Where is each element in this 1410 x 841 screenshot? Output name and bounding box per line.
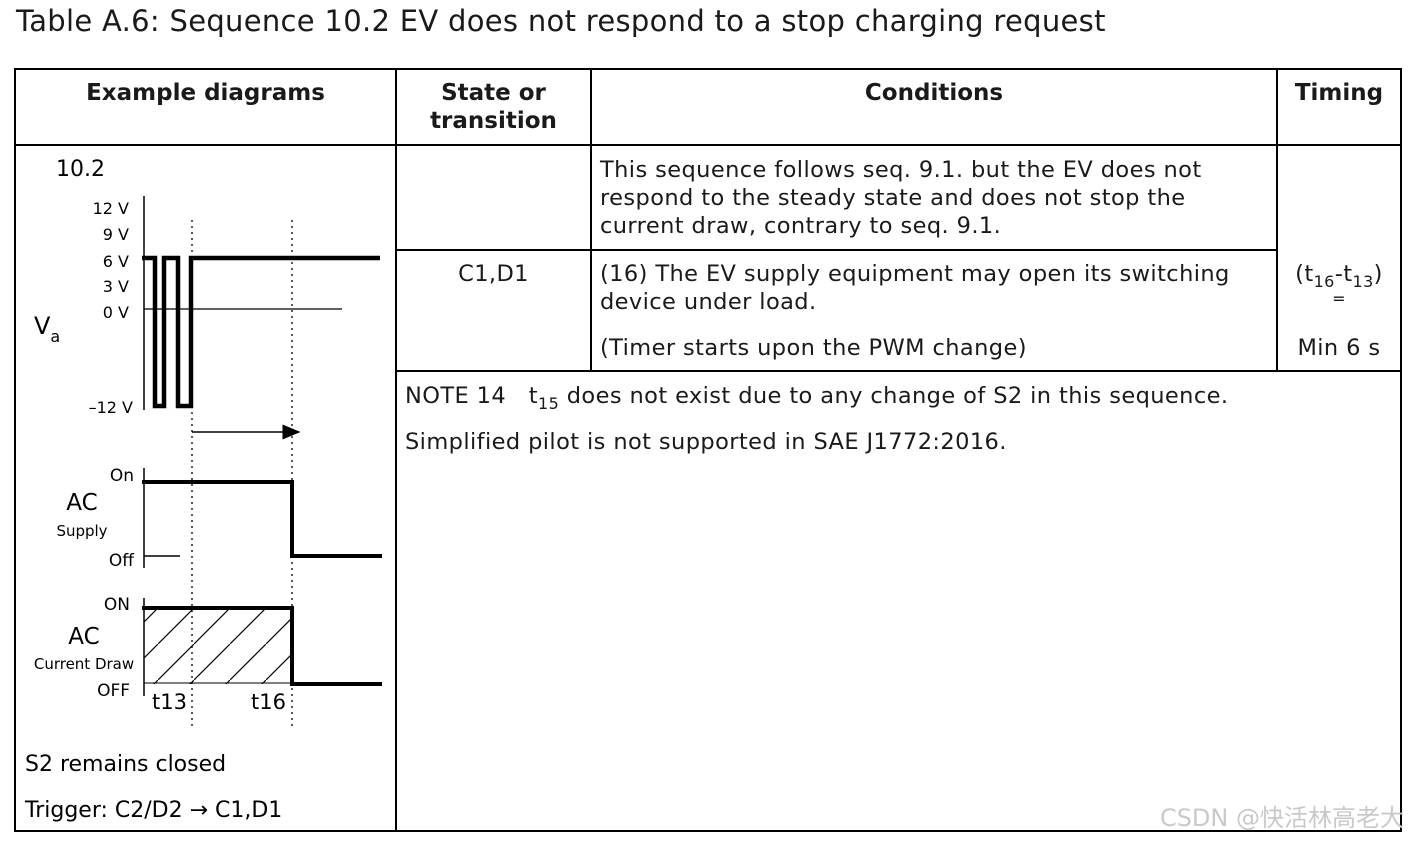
header-state-transition: State or transition	[397, 79, 590, 135]
current-draw-hatch	[144, 608, 292, 684]
va-sub: a	[50, 327, 60, 346]
ac-supply-on: On	[110, 466, 134, 486]
timing-close: )	[1373, 261, 1383, 287]
ac-draw-title: AC	[68, 624, 99, 650]
table-title: Table A.6: Sequence 10.2 EV does not res…	[16, 4, 1106, 38]
va-main: V	[34, 312, 51, 340]
ac-draw-on: ON	[104, 595, 130, 615]
note-14: NOTE 14 t15 does not exist due to any ch…	[405, 382, 1395, 413]
note-prefix: NOTE 14	[405, 383, 507, 409]
timing-dash: -t	[1334, 261, 1353, 287]
seq-label: 10.2	[56, 157, 105, 182]
row2-condition-a: (16) The EV supply equipment may open it…	[600, 261, 1230, 315]
s2-note: S2 remains closed	[25, 752, 226, 777]
timing-sub-16: 16	[1313, 272, 1335, 291]
tick-6v: 6 V	[103, 252, 129, 271]
sequence-table: Example diagrams State or transition Con…	[14, 68, 1402, 832]
example-diagram: 10.2 12 V 9 V 6 V 3 V 0 V –12 V Va On AC…	[24, 157, 382, 823]
note-sub-15: 15	[538, 394, 560, 413]
ac-draw-off: OFF	[97, 681, 130, 701]
table-border-right	[1400, 68, 1402, 832]
timing-equals: =	[1332, 289, 1346, 308]
table-border-left	[14, 68, 16, 832]
table-border-top	[14, 68, 1402, 70]
row2-timing: (t16-t13)	[1278, 260, 1400, 291]
ac-supply-off: Off	[109, 551, 135, 571]
header-timing: Timing	[1294, 80, 1384, 106]
table-border-bottom	[14, 830, 1402, 832]
ac-supply-waveform	[142, 480, 382, 558]
row2-state: C1,D1	[458, 261, 529, 287]
note-rest: does not exist due to any change of S2 i…	[559, 383, 1229, 409]
watermark: CSDN @快活林高老大	[1159, 804, 1404, 832]
ac-supply-sub: Supply	[56, 522, 107, 540]
row-divider-2	[395, 370, 1402, 372]
trigger-note: Trigger: C2/D2 → C1,D1	[24, 798, 282, 823]
ac-supply-title: AC	[66, 490, 97, 516]
col-divider-3	[1276, 68, 1278, 372]
row1-condition: This sequence follows seq. 9.1. but the …	[600, 157, 1202, 239]
tick-12v: 12 V	[93, 199, 129, 218]
header-divider	[14, 144, 1402, 146]
note-t: t	[528, 383, 538, 409]
ac-draw-waveform	[142, 606, 382, 686]
pilot-waveform	[142, 255, 380, 409]
tick-9v: 9 V	[103, 225, 129, 244]
tick-0v: 0 V	[103, 303, 129, 322]
tick-minus12v: –12 V	[89, 398, 133, 417]
header-example-diagrams: Example diagrams	[86, 80, 325, 106]
header-state-line1: State or	[441, 80, 546, 106]
timing-sub-13: 13	[1352, 272, 1374, 291]
t16-label: t16	[251, 690, 286, 714]
row2-condition-b: (Timer starts upon the PWM change)	[600, 335, 1027, 361]
tick-3v: 3 V	[103, 277, 129, 296]
timing-open: (t	[1295, 261, 1314, 287]
va-label: Va	[34, 312, 60, 346]
header-conditions: Conditions	[864, 80, 1004, 106]
col-divider-2	[590, 68, 592, 372]
row-divider-1	[395, 249, 1276, 251]
ac-draw-sub: Current Draw	[34, 655, 134, 673]
timing-min: Min 6 s	[1297, 335, 1381, 361]
header-state-line2: transition	[430, 108, 557, 134]
t13-label: t13	[152, 690, 187, 714]
note-simplified-pilot: Simplified pilot is not supported in SAE…	[405, 429, 1007, 455]
col-divider-1	[395, 68, 397, 832]
